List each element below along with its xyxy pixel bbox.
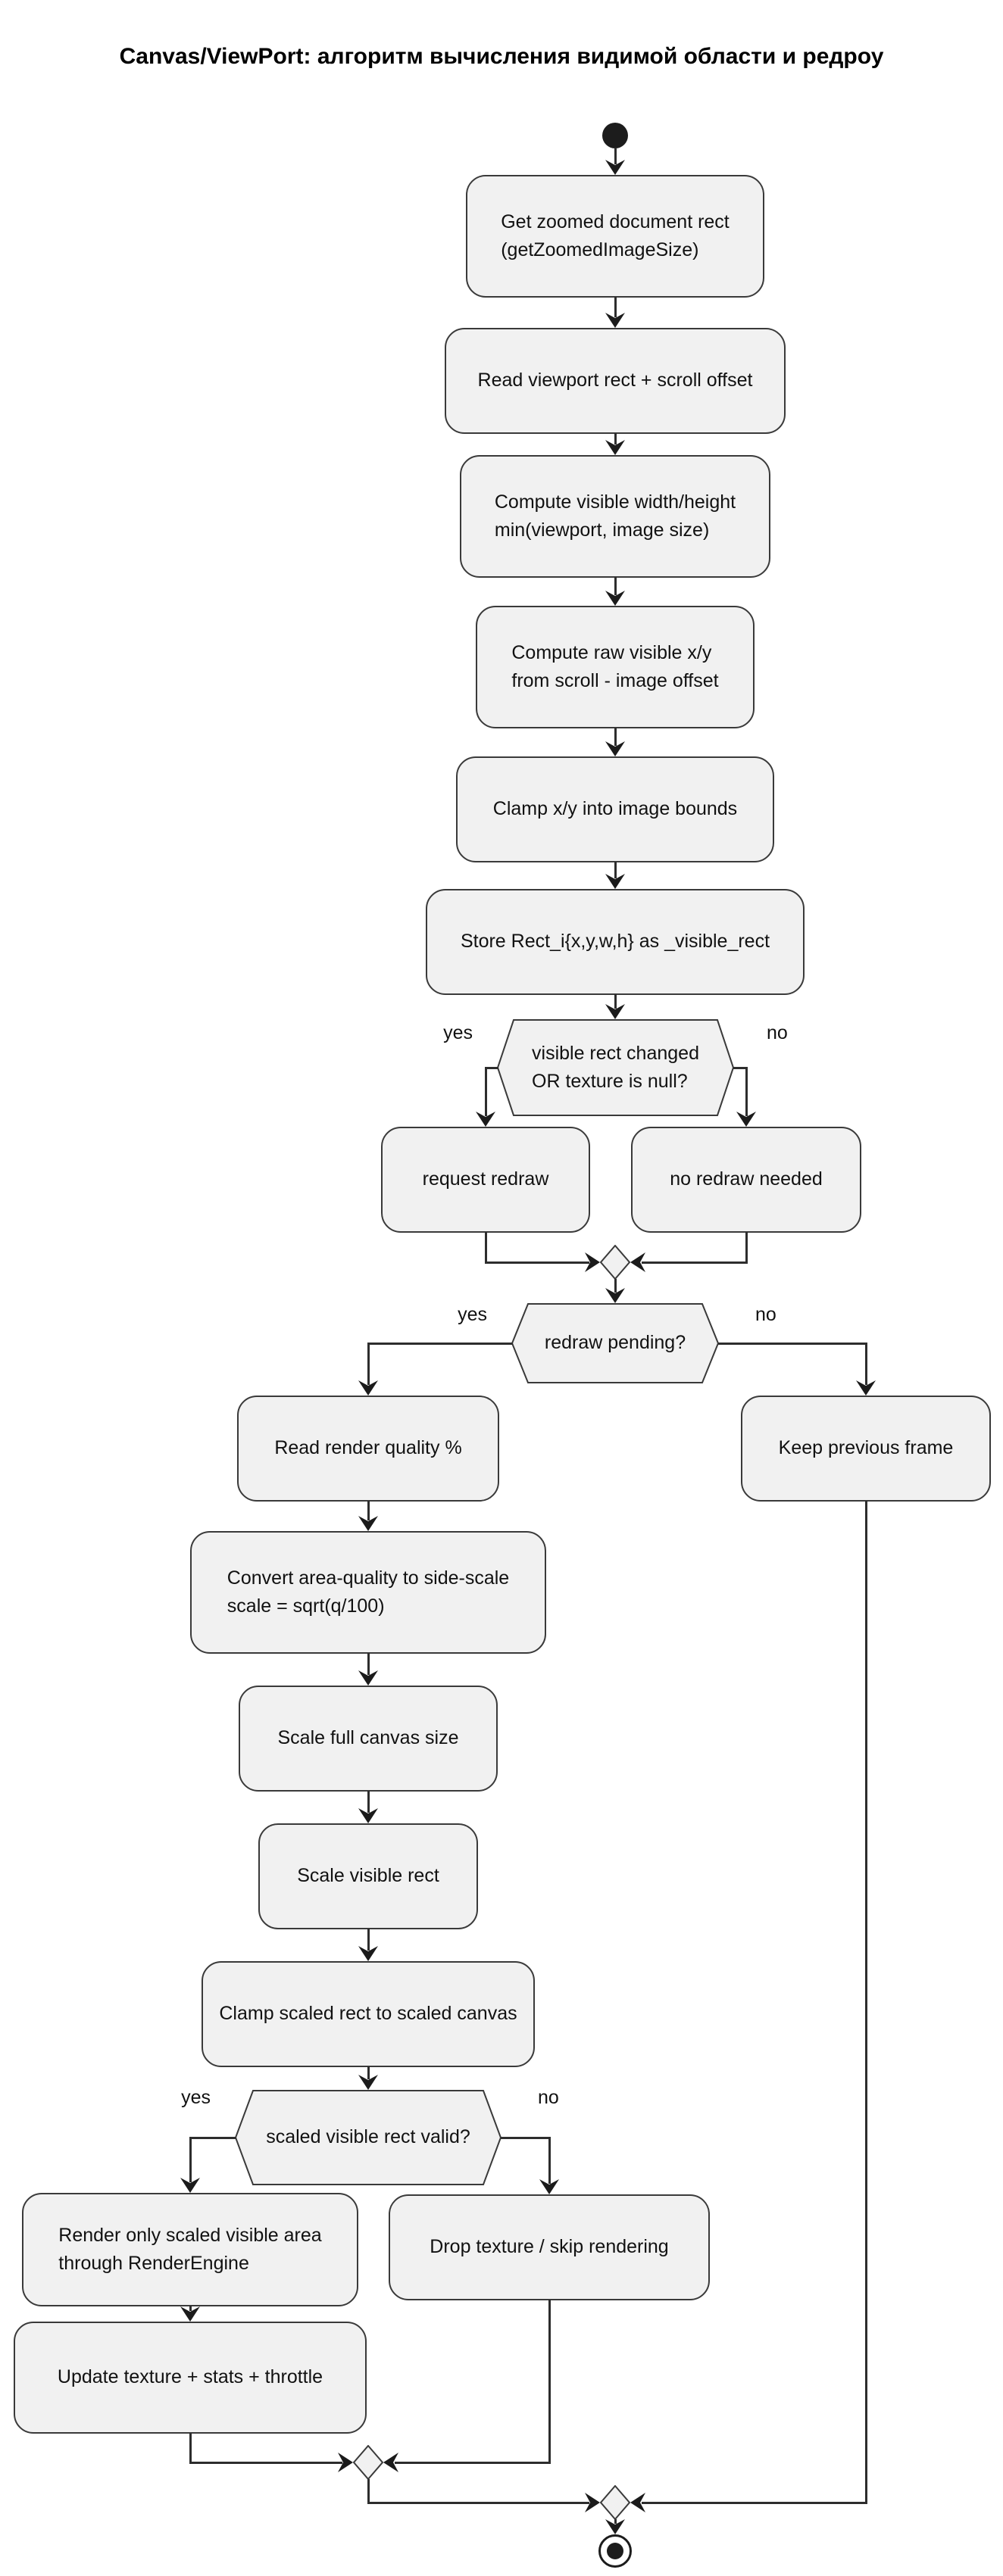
activity-render-visible-area-label: Render only scaled visible area through … (58, 2224, 322, 2275)
decision-redraw-pending-label: redraw pending? (544, 1332, 686, 1354)
edge-decision1-yes-line (484, 1066, 498, 1069)
activity-convert-quality: Convert area-quality to side-scale scale… (190, 1531, 546, 1654)
edge-quality-to-convert-line (367, 1500, 370, 1520)
activity-scale-visible-rect: Scale visible rect (258, 1823, 478, 1929)
activity-render-visible-area: Render only scaled visible area through … (22, 2193, 358, 2306)
activity-store-rect-label: Store Rect_i{x,y,w,h} as _visible_rect (460, 931, 770, 953)
edge-keep-frame-to-final-line (641, 2501, 867, 2504)
edge-drop-to-merge2-line (394, 2461, 551, 2464)
edge-store-to-decision1-line (614, 993, 617, 1009)
merge-redraw-decision (600, 1245, 630, 1280)
decision-scaled-rect-valid: scaled visible rect valid? (235, 2090, 502, 2185)
edge-scale-visible-to-clamp-scaled-line (367, 1928, 370, 1951)
activity-scale-visible-rect-label: Scale visible rect (297, 1865, 439, 1887)
activity-store-rect: Store Rect_i{x,y,w,h} as _visible_rect (426, 889, 805, 995)
edge-decision2-yes-line (367, 1342, 513, 1345)
activity-no-redraw-needed-label: no redraw needed (670, 1168, 823, 1190)
edge-render-to-update-line (189, 2305, 192, 2311)
edge-noredraw-to-merge1-line (641, 1261, 748, 1264)
activity-clamp-xy-label: Clamp x/y into image bounds (492, 798, 738, 820)
edge-clamp-scaled-to-decision3-line (367, 2066, 370, 2079)
decision-scaled-rect-valid-label: scaled visible rect valid? (266, 2126, 470, 2148)
edge-merge2-to-final-line (367, 2501, 589, 2504)
edge-drop-to-merge2-line (548, 2299, 551, 2464)
edge-noredraw-to-merge1-line (745, 1231, 748, 1264)
activity-keep-previous-frame-label: Keep previous frame (778, 1437, 954, 1459)
edge-merge1-to-decision2-line (614, 1278, 617, 1293)
edge-decision3-no-line (500, 2136, 551, 2139)
diagram-title: Canvas/ViewPort: алгоритм вычисления вид… (119, 44, 884, 69)
label-decision2-yes: yes (458, 1304, 487, 1325)
activity-read-viewport-label: Read viewport rect + scroll offset (477, 370, 753, 391)
edge-update-to-merge2-line (189, 2432, 192, 2464)
activity-scale-full-canvas-label: Scale full canvas size (277, 1727, 459, 1749)
edge-start-to-get-zoomed-line (614, 147, 617, 164)
activity-drop-texture-label: Drop texture / skip rendering (430, 2236, 669, 2258)
activity-scale-full-canvas: Scale full canvas size (239, 1686, 498, 1792)
activity-clamp-scaled-rect: Clamp scaled rect to scaled canvas (202, 1961, 535, 2067)
edge-read-viewport-to-compute-wh-line (614, 432, 617, 444)
edge-decision1-no-line (733, 1066, 748, 1069)
activity-keep-previous-frame: Keep previous frame (741, 1396, 991, 1502)
end-node-inner-dot (607, 2543, 623, 2559)
label-decision1-yes: yes (443, 1022, 473, 1043)
activity-compute-visible-wh-label: Compute visible width/height min(viewpor… (494, 491, 736, 541)
activity-update-texture: Update texture + stats + throttle (14, 2322, 367, 2434)
edge-decision2-no-line (864, 1342, 867, 1385)
activity-clamp-xy: Clamp x/y into image bounds (456, 756, 774, 862)
activity-get-zoomed-rect-label: Get zoomed document rect (getZoomedImage… (501, 211, 730, 261)
edge-convert-to-scale-full-line (367, 1652, 370, 1675)
edge-final-to-end-line (614, 2518, 617, 2524)
edge-decision3-yes-line (189, 2136, 192, 2182)
activity-compute-visible-wh: Compute visible width/height min(viewpor… (460, 455, 770, 578)
edge-merge2-to-final-line (367, 2478, 370, 2504)
edge-decision3-no-line (548, 2136, 551, 2184)
decision-visible-rect-changed: visible rect changed OR texture is null? (497, 1019, 734, 1116)
edge-decision2-no-line (717, 1342, 867, 1345)
edge-scale-full-to-scale-visible-line (367, 1790, 370, 1813)
edge-decision1-yes-line (484, 1066, 487, 1116)
edge-decision2-yes-line (367, 1342, 370, 1385)
label-decision1-no: no (767, 1022, 788, 1043)
decision-visible-rect-changed-label: visible rect changed OR texture is null? (532, 1042, 699, 1093)
activity-read-render-quality-label: Read render quality % (274, 1437, 462, 1459)
edge-compute-wh-to-compute-xy-line (614, 576, 617, 595)
label-decision3-yes: yes (181, 2087, 211, 2108)
activity-read-viewport: Read viewport rect + scroll offset (445, 328, 786, 434)
end-node (598, 2534, 632, 2568)
activity-clamp-scaled-rect-label: Clamp scaled rect to scaled canvas (219, 2003, 517, 2025)
activity-convert-quality-label: Convert area-quality to side-scale scale… (227, 1567, 510, 1617)
edge-get-zoomed-to-read-viewport-line (614, 296, 617, 317)
activity-update-texture-label: Update texture + stats + throttle (57, 2366, 323, 2388)
activity-drop-texture: Drop texture / skip rendering (389, 2194, 710, 2300)
edge-compute-xy-to-clamp-line (614, 727, 617, 746)
label-decision2-no: no (755, 1304, 776, 1325)
activity-read-render-quality: Read render quality % (237, 1396, 499, 1502)
edge-decision1-no-line (745, 1066, 748, 1116)
edge-request-to-merge1-line (484, 1261, 589, 1264)
start-node (602, 123, 628, 148)
edge-decision3-yes-line (189, 2136, 236, 2139)
merge-final (600, 2485, 630, 2520)
edge-clamp-to-store-line (614, 861, 617, 878)
decision-redraw-pending: redraw pending? (511, 1303, 719, 1383)
activity-compute-raw-xy-label: Compute raw visible x/y from scroll - im… (511, 641, 719, 692)
activity-get-zoomed-rect: Get zoomed document rect (getZoomedImage… (466, 175, 764, 298)
merge-render-paths (353, 2445, 383, 2480)
label-decision3-no: no (538, 2087, 559, 2108)
edge-update-to-merge2-line (189, 2461, 342, 2464)
edge-keep-frame-to-final-line (864, 1500, 867, 2504)
edge-request-to-merge1-line (484, 1231, 487, 1264)
activity-no-redraw-needed: no redraw needed (631, 1127, 861, 1233)
activity-request-redraw: request redraw (381, 1127, 590, 1233)
activity-compute-raw-xy: Compute raw visible x/y from scroll - im… (476, 606, 755, 728)
activity-request-redraw-label: request redraw (422, 1168, 549, 1190)
